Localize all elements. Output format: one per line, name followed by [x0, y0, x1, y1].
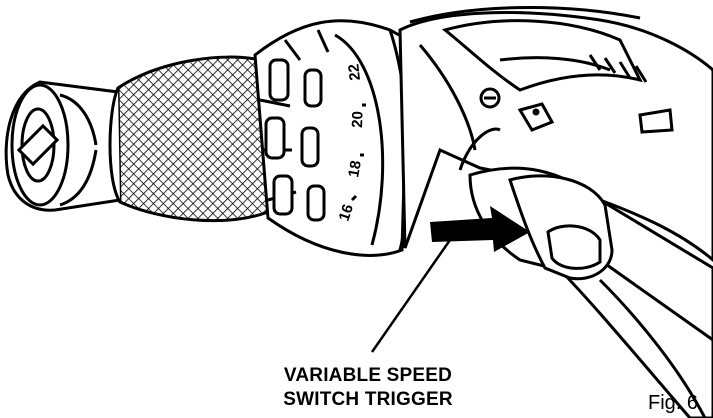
- clutch-number: 20: [349, 111, 367, 128]
- chuck-nose: [4, 80, 122, 212]
- clutch-number: 18: [345, 159, 365, 178]
- variable-speed-trigger: [508, 174, 614, 281]
- clutch-collar: [253, 19, 411, 257]
- callout-leader-line: [370, 239, 452, 353]
- push-direction-arrow: [430, 206, 530, 252]
- callout-line-2: SWITCH TRIGGER: [283, 389, 453, 410]
- clutch-ring-scale: 16 18 20 22: [336, 63, 367, 223]
- knurled-sleeve: [108, 55, 270, 223]
- trigger-callout-label: VARIABLE SPEED SWITCH TRIGGER: [218, 364, 518, 412]
- clutch-number: 22: [345, 63, 364, 81]
- callout-line-1: VARIABLE SPEED: [283, 365, 453, 386]
- clutch-number: 16: [336, 202, 357, 223]
- drill-housing: [398, 5, 713, 262]
- figure-number: Fig. 6: [648, 392, 699, 414]
